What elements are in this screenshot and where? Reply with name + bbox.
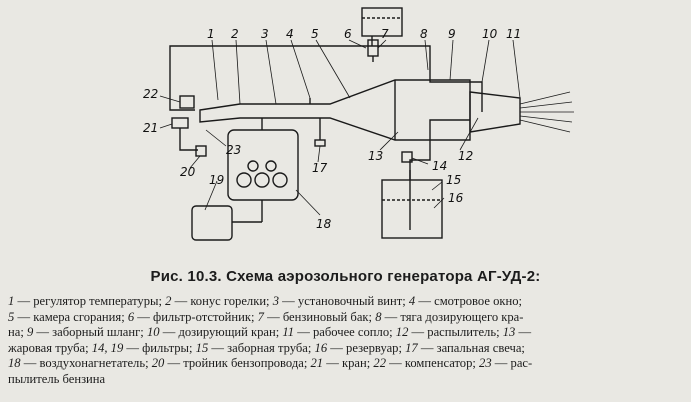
part-6: 6 (344, 27, 352, 41)
air-blower (227, 129, 299, 201)
legend-part-number: 11 (282, 325, 295, 340)
legend-description: — конус горелки; (171, 294, 273, 308)
valve-21 (171, 117, 189, 129)
filter-14 (401, 151, 413, 163)
legend-line: 5 — камера сгорания; 6 — фильтр-отстойни… (8, 310, 686, 326)
part-number-labels: 1 2 3 4 5 6 7 8 9 10 11 12 13 14 15 16 1… (143, 27, 521, 231)
legend-description: — воздухонагнетатель; (20, 356, 152, 371)
legend-line: на; 9 — заборный шланг; 10 — дозирующий … (8, 325, 686, 341)
legend-description: — тройник бензопровода; (164, 356, 311, 371)
legend-part-number: 13 (502, 325, 516, 340)
part-5: 5 (311, 27, 319, 41)
legend-part-number: 23 (479, 356, 492, 371)
legend-part-number: 20 (151, 356, 165, 371)
part-22: 22 (143, 87, 158, 101)
legend-part-number: 6 (127, 309, 135, 324)
legend-part-number: 8 (375, 309, 382, 324)
filter-19 (191, 205, 233, 241)
part-7: 7 (381, 27, 389, 41)
dosing-rod (429, 60, 470, 83)
legend-description: — (515, 325, 532, 340)
part-16: 16 (448, 191, 464, 205)
part-18: 18 (316, 217, 332, 231)
part-2: 2 (231, 27, 239, 41)
spark-plug (314, 139, 326, 147)
part-9: 9 (448, 27, 456, 41)
working-nozzle (469, 91, 521, 133)
legend-description: на; (8, 325, 27, 340)
legend-line: пылитель бензина (8, 372, 686, 388)
legend-description: — кран; (323, 356, 374, 371)
legend-description: — резервуар; (327, 340, 406, 355)
fuel-tank (361, 7, 403, 37)
part-20: 20 (180, 165, 196, 179)
legend-description: — заборная труба; (208, 340, 315, 355)
legend-part-number: 10 (146, 325, 160, 340)
legend-description: — бензиновый бак; (263, 309, 376, 324)
legend-description: пылитель бензина (8, 371, 106, 386)
legend-description: — фильтры; (123, 340, 196, 355)
legend-part-number: 18 (8, 356, 21, 371)
filter-settler (367, 39, 379, 57)
legend-description: — компенсатор; (385, 356, 480, 371)
fuel-tee (195, 145, 207, 157)
part-15: 15 (446, 173, 461, 187)
part-13: 13 (368, 149, 383, 163)
part-1: 1 (207, 27, 215, 41)
legend-part-number: 16 (314, 340, 328, 355)
legend-part-number: 12 (395, 325, 409, 340)
legend-description: — рабочее сопло; (294, 325, 396, 340)
legend-part-number: 21 (310, 356, 324, 371)
part-4: 4 (286, 27, 294, 41)
part-23: 23 (226, 143, 241, 157)
figure-legend: 1 — регулятор температуры; 2 — конус гор… (8, 294, 686, 388)
part-11: 11 (506, 27, 521, 41)
reservoir (381, 179, 443, 239)
legend-part-number: 4 (408, 294, 416, 308)
legend-part-number: 2 (165, 294, 172, 308)
part-12: 12 (458, 149, 473, 163)
legend-line: 18 — воздухонагнетатель; 20 — тройник бе… (8, 356, 686, 372)
legend-description: — распылитель; (408, 325, 503, 340)
legend-description: — заборный шланг; (33, 325, 147, 340)
legend-description: — установочный винт; (279, 294, 409, 308)
part-19: 19 (209, 173, 224, 187)
part-3: 3 (261, 27, 269, 41)
legend-part-number: 5 (8, 309, 15, 324)
part-14: 14 (432, 159, 447, 173)
part-21: 21 (143, 121, 158, 135)
legend-description: — фильтр-отстойник; (134, 309, 258, 324)
legend-part-number: 1 (8, 294, 15, 308)
figure-caption: Рис. 10.3. Схема аэрозольного генератора… (150, 268, 541, 285)
legend-description: — регулятор температуры; (14, 294, 166, 308)
legend-part-number: 17 (405, 340, 418, 355)
compensator (179, 95, 195, 109)
combustion-chamber (199, 79, 471, 141)
legend-description: — рас- (491, 356, 533, 371)
legend-description: — тяга дозирующего кра- (381, 309, 524, 324)
legend-part-number: 22 (373, 356, 386, 371)
legend-part-number: 14, 19 (91, 340, 124, 355)
legend-part-number: 9 (26, 325, 34, 340)
legend-description: — дозирующий кран; (159, 325, 283, 340)
legend-part-number: 7 (257, 309, 264, 324)
legend-part-number: 15 (195, 340, 209, 355)
legend-line: жаровая труба; 14, 19 — фильтры; 15 — за… (8, 341, 686, 357)
part-10: 10 (482, 27, 498, 41)
legend-line: 1 — регулятор температуры; 2 — конус гор… (8, 294, 686, 310)
part-8: 8 (420, 27, 428, 41)
part-17: 17 (312, 161, 328, 175)
legend-description: — смотровое окно; (415, 294, 523, 308)
legend-description: — камера сгорания; (14, 309, 128, 324)
legend-description: жаровая труба; (8, 340, 92, 355)
legend-description: — запальная свеча; (417, 340, 525, 355)
legend-part-number: 3 (272, 294, 280, 308)
aerosol-generator-diagram: 1 2 3 4 5 6 7 8 9 10 11 12 13 14 15 16 1… (143, 7, 574, 241)
